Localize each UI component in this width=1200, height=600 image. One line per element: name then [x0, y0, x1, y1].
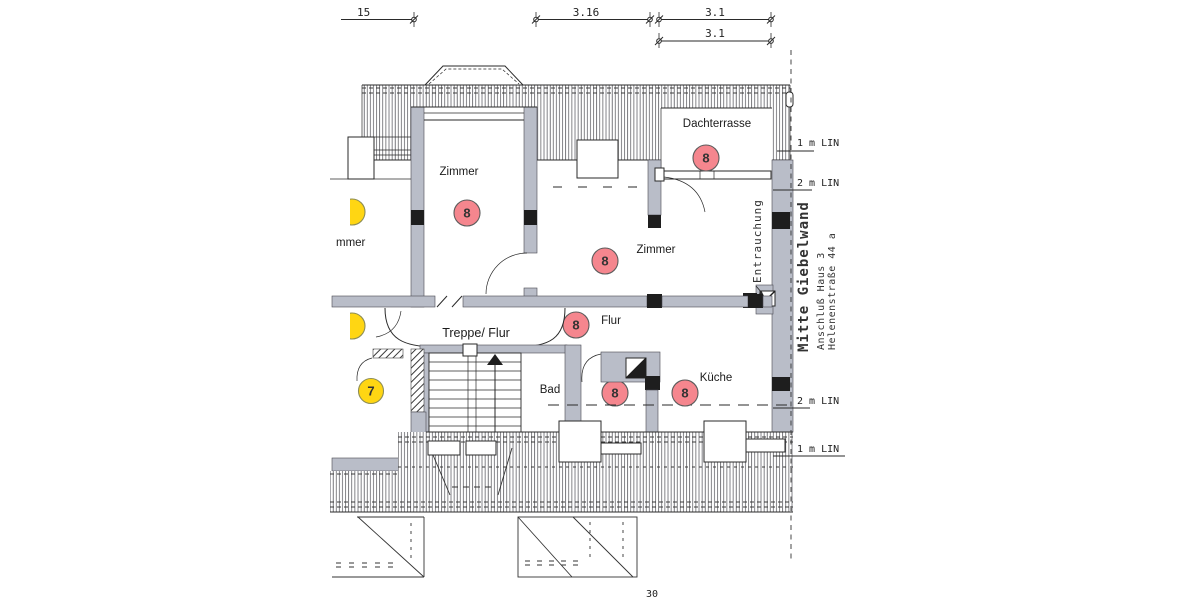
room-flur: Flur 8: [562, 311, 621, 339]
roof-band-bottom: [330, 420, 793, 513]
bottom-number: 30: [646, 589, 658, 600]
chimney-bottom-right: [703, 420, 747, 463]
annotation-mitte-giebelwand: Mitte Giebelwand: [796, 201, 812, 352]
door-arc-west: [375, 310, 402, 338]
annotations-right: 1 m LIN 2 m LIN 2 m LIN 1 m LIN Mitte Gi…: [773, 50, 845, 562]
annotation-strasse: Helenenstraße 44 a: [827, 233, 838, 350]
room-zimmer-2: Zimmer 8: [553, 186, 676, 275]
door-arc-dachterrasse: [663, 176, 706, 213]
room-label-bad: Bad: [540, 384, 560, 396]
unit-marker-yellow-7: 7: [357, 377, 385, 405]
svg-text:8: 8: [702, 151, 709, 166]
room-label-zimmer2: Zimmer: [637, 244, 676, 256]
unit-marker-yellow-partial-top: [350, 198, 366, 226]
unit-marker-red-bad: 8: [601, 379, 629, 407]
room-zimmer-1: Zimmer 8: [410, 106, 538, 308]
dim-label-316: 3.16: [573, 6, 600, 19]
dormer-bottom-left: [332, 516, 425, 578]
dimension-slash-ticks: [409, 15, 776, 46]
room-label-zimmer1: Zimmer: [440, 166, 479, 178]
unit-marker-yellow-partial-mid: [350, 312, 366, 340]
door-arc-southwest: [356, 357, 373, 382]
level-2m-bottom: 2 m LIN: [797, 396, 839, 407]
unit-marker-red-flur: 8: [562, 311, 590, 339]
svg-text:8: 8: [601, 254, 608, 269]
stair-bulkhead-outline: [429, 447, 513, 496]
unit-marker-red-zimmer1: 8: [453, 199, 481, 227]
annotation-anschluss-haus: Anschluß Haus 3: [816, 252, 827, 350]
chimney-bottom-left: [558, 420, 602, 463]
unit-marker-red-kueche: 8: [671, 379, 699, 407]
room-label-kueche: Küche: [700, 372, 733, 384]
room-bad: Bad 8: [540, 344, 629, 438]
svg-text:8: 8: [611, 386, 618, 401]
stair-direction-arrow: [487, 354, 503, 365]
level-2m-top: 2 m LIN: [797, 178, 839, 189]
installation-shaft: [600, 351, 661, 433]
knee-wall-window: [744, 438, 786, 453]
balustrade: [660, 170, 772, 180]
dim-label-31-upper: 3.1: [705, 6, 725, 19]
room-zimmer-left: mmer: [330, 136, 411, 340]
stair-newel: [462, 343, 478, 357]
unit-marker-red-dachterrasse: 8: [692, 144, 720, 172]
dim-label-15: 15: [357, 6, 370, 19]
room-label-dachterrasse: Dachterrasse: [683, 118, 751, 130]
knee-wall-window: [596, 442, 642, 455]
svg-text:8: 8: [463, 206, 470, 221]
svg-text:7: 7: [367, 384, 374, 399]
room-label-zimmer-partial: mmer: [336, 237, 366, 249]
room-label-flur: Flur: [601, 315, 621, 327]
corridor-treppe-flur: Treppe/ Flur: [375, 307, 566, 348]
knee-wall-window: [465, 440, 497, 456]
stair-flight: [428, 352, 522, 438]
dimension-lines-top: 15 3.16 3.1 3.1: [341, 6, 776, 48]
dormer-bottom-center: [517, 516, 638, 578]
door-arc-bad: [581, 353, 602, 383]
knee-wall-window: [427, 440, 461, 456]
annotation-entrauchung: Entrauchung: [751, 199, 764, 283]
room-label-treppe-flur: Treppe/ Flur: [442, 326, 510, 340]
level-1m-top: 1 m LIN: [797, 138, 839, 149]
door-arc-zimmer1: [485, 252, 528, 295]
svg-text:8: 8: [681, 386, 688, 401]
staircase: [419, 343, 568, 438]
roof-window: [785, 91, 794, 108]
room-kueche: Küche 8: [548, 372, 791, 407]
chimney-top: [576, 139, 619, 179]
dim-label-31-lower: 3.1: [705, 27, 725, 40]
dormer-top: [423, 65, 525, 86]
svg-text:8: 8: [572, 318, 579, 333]
stair-treads: [429, 353, 521, 437]
unit-marker-red-zimmer2: 8: [591, 247, 619, 275]
level-1m-bottom: 1 m LIN: [797, 444, 839, 455]
room-dachterrasse: Dachterrasse 8: [647, 107, 772, 228]
wall-flur-north: [331, 294, 773, 308]
